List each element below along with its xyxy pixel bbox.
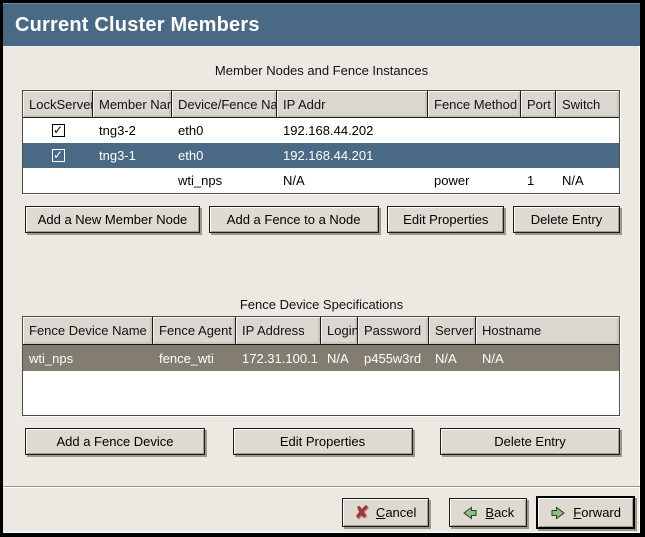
back-label: Back [485, 505, 514, 520]
column-header-fence-agent[interactable]: Fence Agent [153, 317, 236, 345]
fence-devices-table: Fence Device Name Fence Agent IP Address… [22, 316, 620, 416]
column-header-member-name[interactable]: Member Name [93, 91, 172, 118]
column-header-login[interactable]: Login [321, 317, 358, 345]
forward-label: Forward [573, 505, 621, 520]
device-cell: eth0 [172, 118, 277, 143]
member-table-header: LockServer? Member Name Device/Fence Nam… [23, 91, 619, 118]
cancel-button[interactable]: ✘ Cancel [342, 498, 430, 527]
add-new-member-node-button[interactable]: Add a New Member Node [25, 206, 200, 233]
cancel-x-icon: ✘ [355, 505, 369, 521]
port-cell [521, 118, 556, 143]
column-header-ip-address[interactable]: IP Address [236, 317, 321, 345]
column-header-ip-addr[interactable]: IP Addr [277, 91, 428, 118]
fence-buttons-row: Add a Fence Device Edit Properties Delet… [25, 428, 620, 455]
fence-method-cell: power [428, 168, 521, 193]
column-header-fence-device-name[interactable]: Fence Device Name [23, 317, 153, 345]
member-name-cell: tng3-2 [93, 118, 172, 143]
back-button[interactable]: Back [449, 498, 527, 527]
member-table-label: Member Nodes and Fence Instances [3, 63, 640, 79]
fence-table-label: Fence Device Specifications [3, 297, 640, 313]
table-row[interactable]: ✓ tng3-2 eth0 192.168.44.202 [23, 118, 619, 143]
column-header-password[interactable]: Password [358, 317, 429, 345]
fence-method-cell [428, 143, 521, 168]
lockserver-cell: ✓ [23, 143, 93, 168]
device-cell: eth0 [172, 143, 277, 168]
column-header-lockserver[interactable]: LockServer? [23, 91, 93, 118]
lockserver-checkbox[interactable]: ✓ [52, 124, 65, 137]
port-cell: 1 [521, 168, 556, 193]
ip-address-cell: 172.31.100.1 [236, 345, 321, 371]
switch-cell [556, 143, 619, 168]
lockserver-cell: ✓ [23, 118, 93, 143]
switch-cell [556, 118, 619, 143]
member-name-cell: tng3-1 [93, 143, 172, 168]
forward-button[interactable]: Forward [536, 496, 635, 529]
column-header-hostname[interactable]: Hostname [476, 317, 619, 345]
port-cell [521, 143, 556, 168]
hostname-cell: N/A [476, 345, 619, 371]
fence-table-header: Fence Device Name Fence Agent IP Address… [23, 317, 619, 345]
column-header-fence-method[interactable]: Fence Method [428, 91, 521, 118]
ip-cell: 192.168.44.201 [277, 143, 428, 168]
delete-entry-button[interactable]: Delete Entry [440, 428, 620, 455]
device-cell: wti_nps [172, 168, 277, 193]
member-name-cell [93, 168, 172, 193]
empty-table-area [23, 371, 619, 415]
footer-button-bar: ✘ Cancel Back Forward [3, 496, 640, 529]
edit-properties-button[interactable]: Edit Properties [233, 428, 413, 455]
login-cell: N/A [321, 345, 358, 371]
ip-cell: 192.168.44.202 [277, 118, 428, 143]
table-row-selected[interactable]: wti_nps fence_wti 172.31.100.1 N/A p455w… [23, 345, 619, 371]
fence-agent-cell: fence_wti [153, 345, 236, 371]
lockserver-checkbox[interactable]: ✓ [52, 149, 65, 162]
member-nodes-table: LockServer? Member Name Device/Fence Nam… [22, 90, 620, 194]
cancel-label: Cancel [376, 505, 416, 520]
table-row[interactable]: wti_nps N/A power 1 N/A [23, 168, 619, 193]
switch-cell: N/A [556, 168, 619, 193]
title-bar: Current Cluster Members [3, 3, 640, 46]
fence-device-name-cell: wti_nps [23, 345, 153, 371]
delete-entry-button[interactable]: Delete Entry [513, 206, 620, 233]
column-header-port[interactable]: Port [521, 91, 556, 118]
add-fence-to-node-button[interactable]: Add a Fence to a Node [209, 206, 379, 233]
separator [3, 486, 640, 488]
page-title: Current Cluster Members [15, 14, 260, 37]
column-header-switch[interactable]: Switch [556, 91, 619, 118]
fence-method-cell [428, 118, 521, 143]
add-fence-device-button[interactable]: Add a Fence Device [25, 428, 205, 455]
column-header-server[interactable]: Server [429, 317, 476, 345]
password-cell: p455w3rd [358, 345, 429, 371]
lockserver-cell [23, 168, 93, 193]
back-arrow-icon [462, 505, 478, 521]
server-cell: N/A [429, 345, 476, 371]
forward-arrow-icon [550, 505, 566, 521]
ip-cell: N/A [277, 168, 428, 193]
member-buttons-row: Add a New Member Node Add a Fence to a N… [25, 206, 620, 233]
table-row-selected[interactable]: ✓ tng3-1 eth0 192.168.44.201 [23, 143, 619, 168]
column-header-device-fence-name[interactable]: Device/Fence Name [172, 91, 277, 118]
edit-properties-button[interactable]: Edit Properties [387, 206, 504, 233]
